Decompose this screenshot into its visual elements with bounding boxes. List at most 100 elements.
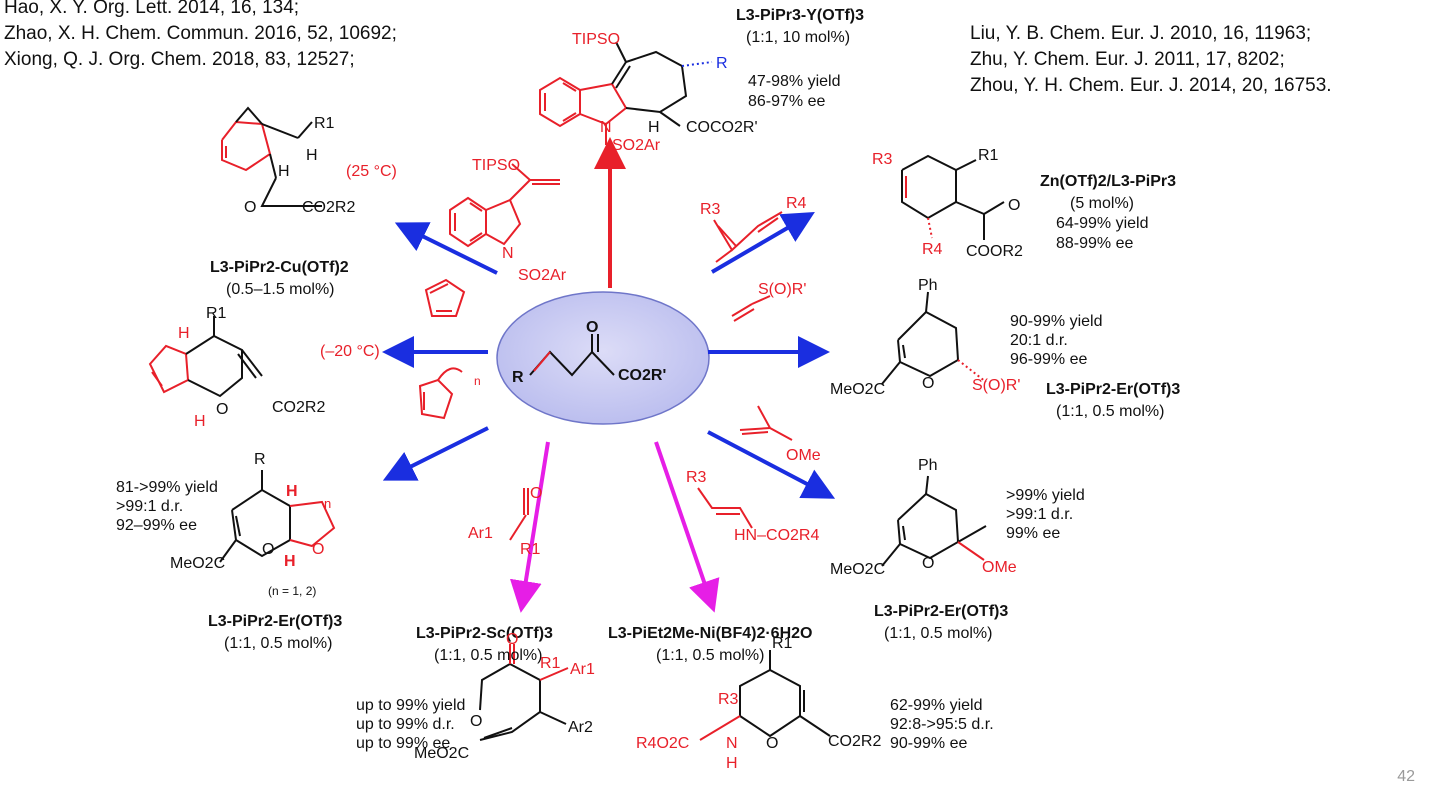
lower-right-label-o: O (922, 555, 935, 572)
center-label-o: O (586, 319, 599, 336)
bottom-right-loading: (1:1, 0.5 mol%) (656, 647, 765, 664)
bottom-right-label-n: N (726, 735, 738, 752)
lower-right-label-ome: OMe (982, 559, 1017, 576)
top-label-r: R (716, 55, 728, 72)
arrow-upper-left (394, 222, 498, 275)
right-dr: 20:1 d.r. (1010, 332, 1068, 349)
upper-right-reagent-r4: R4 (786, 195, 807, 212)
diene-reagent (713, 211, 783, 263)
bottom-right-label-r1: R1 (772, 635, 793, 652)
lower-right-reagent: OMe (786, 447, 821, 464)
right-label-ph: Ph (918, 277, 938, 294)
upper-right-label-o: O (1008, 197, 1021, 214)
bottom-left-label-o1: O (506, 631, 519, 648)
page-number: 42 (1397, 768, 1415, 785)
top-reagent-tipso: TIPSO (472, 157, 521, 174)
bottom-right-ee: 90-99% ee (890, 735, 968, 752)
bottom-right-label-ester1: R4O2C (636, 735, 690, 752)
reference-left-3: Xiong, Q. J. Org. Chem. 2018, 83, 12527; (4, 49, 355, 70)
arrow-bottom-right (654, 441, 720, 613)
lower-right-label-ester: MeO2C (830, 561, 886, 578)
bottom-right-catalyst: L3-PiEt2Me-Ni(BF4)2·6H2O (608, 625, 813, 642)
right-label-ester: MeO2C (830, 381, 886, 398)
lower-left-label-h1: H (286, 483, 298, 500)
top-ee: 86-97% ee (748, 93, 826, 110)
top-loading: (1:1, 10 mol%) (746, 29, 851, 46)
arrow-bottom-left (509, 441, 550, 613)
top-reagent-so2ar: SO2Ar (518, 267, 567, 284)
lower-left-n-note: (n = 1, 2) (268, 584, 317, 598)
top-label-cococo2r: COCO2R' (686, 119, 758, 136)
bottom-right-product-structure (699, 650, 831, 741)
lower-left-ee: 92–99% ee (116, 517, 197, 534)
bottom-right-label-r3: R3 (718, 691, 739, 708)
right-loading: (1:1, 0.5 mol%) (1056, 403, 1165, 420)
bottom-left-catalyst: L3-PiPr2-Sc(OTf)3 (416, 625, 553, 642)
upper-left-loading: (0.5–1.5 mol%) (226, 281, 335, 298)
lower-left-label-o1: O (262, 541, 275, 558)
lower-left-label-r: R (254, 451, 266, 468)
bottom-left-product-structure (479, 644, 569, 741)
arrow-upper-right (710, 211, 815, 274)
lower-right-label-ph: Ph (918, 457, 938, 474)
upper-right-product-structure (901, 154, 1005, 240)
lower-left-dr: >99:1 d.r. (116, 498, 184, 515)
left-temp: (–20 °C) (320, 343, 380, 360)
center-substrate-ellipse (496, 291, 710, 425)
upper-right-yield: 64-99% yield (1056, 215, 1149, 232)
lower-right-loading: (1:1, 0.5 mol%) (884, 625, 993, 642)
arrow-lower-left (382, 426, 489, 481)
reference-right-3: Zhou, Y. H. Chem. Eur. J. 2014, 20, 1675… (970, 75, 1332, 96)
bottom-left-reagent-o: O (530, 485, 543, 502)
upper-left-label-h1: H (306, 147, 318, 164)
lower-left-reagent-n: n (474, 374, 481, 388)
bottom-right-yield: 62-99% yield (890, 697, 983, 714)
upper-right-ee: 88-99% ee (1056, 235, 1134, 252)
upper-left-label-o: O (244, 199, 257, 216)
left-label-ester: CO2R2 (272, 399, 326, 416)
upper-right-label-r1: R1 (978, 147, 999, 164)
bottom-left-label-ar1: Ar1 (570, 661, 595, 678)
vinyl-sulfoxide-reagent (731, 295, 771, 322)
bottom-left-dr: up to 99% d.r. (356, 716, 455, 733)
cyclopentadiene-reagent (424, 278, 466, 317)
bottom-right-reagent-r3: R3 (686, 469, 707, 486)
bottom-left-label-ar2: Ar2 (568, 719, 593, 736)
right-reagent: S(O)R' (758, 281, 807, 298)
left-label-h2: H (194, 413, 206, 430)
bottom-left-reagent-r1: R1 (520, 541, 541, 558)
ketene-reagent (509, 488, 529, 541)
top-yield: 47-98% yield (748, 73, 841, 90)
upper-left-product-structure (221, 106, 322, 207)
top-label-h: H (648, 119, 660, 136)
arrow-lower-right (707, 430, 836, 499)
top-label-tipso: TIPSO (572, 31, 621, 48)
bottom-right-label-o: O (766, 735, 779, 752)
methoxypropene-reagent (739, 405, 793, 441)
lower-left-label-ester: MeO2C (170, 555, 226, 572)
left-label-o: O (216, 401, 229, 418)
top-label-n: N (600, 119, 612, 136)
top-label-so2ar: SO2Ar (612, 137, 661, 154)
right-yield: 90-99% yield (1010, 313, 1103, 330)
upper-left-label-ester: CO2R2 (302, 199, 356, 216)
reference-right-1: Liu, Y. B. Chem. Eur. J. 2010, 16, 11963… (970, 23, 1312, 44)
upper-left-label-r1: R1 (314, 115, 335, 132)
upper-left-label-h2: H (278, 163, 290, 180)
center-label-r: R (512, 369, 524, 386)
left-label-h1: H (178, 325, 190, 342)
lower-left-label-o2: O (312, 541, 325, 558)
lower-left-product-structure (219, 470, 336, 563)
lower-left-label-n: n (324, 496, 332, 511)
reference-left-2: Zhao, X. H. Chem. Commun. 2016, 52, 1069… (4, 23, 397, 44)
left-label-r1: R1 (206, 305, 227, 322)
bottom-right-reagent-nh: HN–CO2R4 (734, 527, 820, 544)
bottom-left-ee: up to 99% ee (356, 735, 451, 752)
lower-right-ee: 99% ee (1006, 525, 1061, 542)
lower-left-loading: (1:1, 0.5 mol%) (224, 635, 333, 652)
right-label-o: O (922, 375, 935, 392)
center-substrate-structure (529, 334, 615, 377)
right-product-structure (881, 291, 987, 385)
lower-left-yield: 81->99% yield (116, 479, 218, 496)
